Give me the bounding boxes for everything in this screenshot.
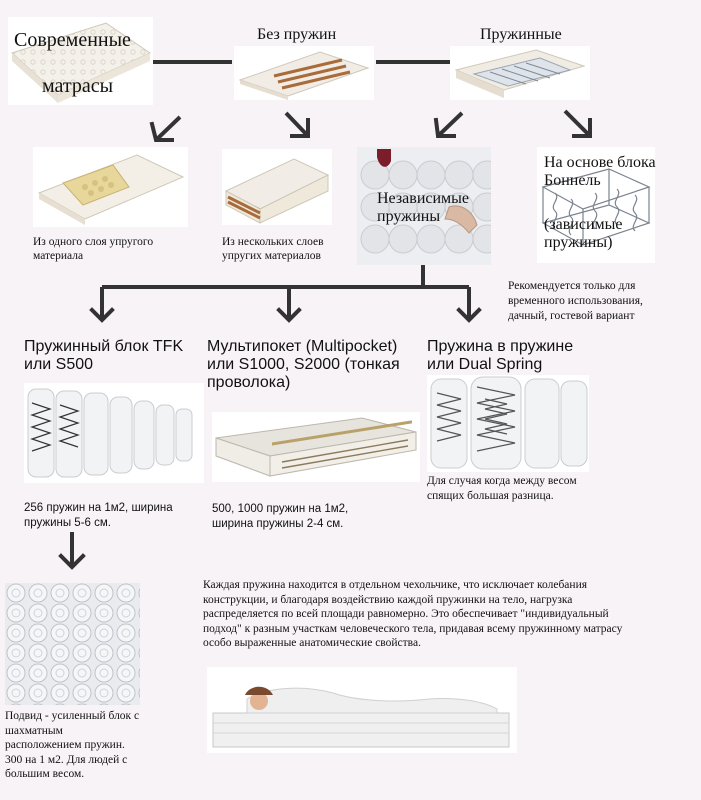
arrow-single-layer	[154, 115, 182, 142]
arrowhead-tfk	[89, 307, 115, 323]
root-mattress-image	[8, 17, 153, 105]
bonnel-label-main: На основе блока Боннель	[544, 154, 656, 189]
dual-spring-title: Пружина в пружине или Dual Spring	[427, 338, 574, 373]
wine-glass-icon	[377, 149, 391, 167]
podvid-image	[5, 583, 140, 705]
tfk-image	[24, 383, 204, 483]
bonnel-sublabel: (зависимые пружины)	[544, 216, 623, 251]
arrow-bonnel	[563, 109, 592, 138]
multi-layer-caption: Из нескольких слоев упругих материалов	[222, 236, 324, 262]
arrowhead-single-layer	[149, 121, 174, 142]
explanation-image	[207, 667, 517, 753]
arrowhead-podvid	[58, 553, 86, 570]
root-label-line2: матрасы	[42, 75, 114, 97]
multi-layer-image	[222, 149, 332, 225]
single-layer-caption: Из одного слоя упругого материала	[33, 236, 154, 262]
independent-springs-image	[357, 147, 491, 265]
bonnel-image	[537, 147, 655, 263]
single-layer-image	[33, 147, 188, 227]
arrowhead-multipocket	[276, 307, 302, 323]
springless-mattress-image	[234, 46, 374, 100]
spring-label: Пружинные	[480, 26, 562, 43]
explanation-text: Каждая пружина находится в отдельном чех…	[203, 579, 623, 649]
spring-mattress-image	[450, 46, 590, 100]
multipocket-image	[212, 412, 420, 482]
multipocket-title: Мультипокет (Multipocket) или S1000, S20…	[207, 338, 400, 391]
dual-spring-image	[427, 375, 589, 472]
arrow-independent	[436, 111, 464, 138]
root-label: Современные матрасы	[14, 28, 154, 98]
bonnel-label: На основе блока Боннель (зависимые пружи…	[544, 154, 664, 252]
arrow-multi-layer	[284, 111, 310, 138]
tfk-desc: 256 пружин на 1м2, ширина пружины 5-6 см…	[24, 502, 173, 529]
arrowhead-independent	[433, 117, 456, 138]
multipocket-desc: 500, 1000 пружин на 1м2, ширина пружины …	[212, 503, 349, 530]
independent-label: Независимые пружины	[377, 190, 470, 225]
podvid-desc: Подвид - усиленный блок с шахматным расп…	[5, 710, 140, 780]
springless-label: Без пружин	[257, 26, 337, 43]
bonnel-note: Рекомендуется только для временного испо…	[508, 280, 643, 322]
dual-spring-desc: Для случая когда между весом спящих боль…	[427, 475, 577, 502]
tfk-title: Пружинный блок TFK или S500	[24, 338, 184, 373]
root-label-line1: Современные	[14, 29, 131, 51]
arrowhead-dual-spring	[456, 307, 482, 323]
arrowhead-multi-layer	[290, 118, 310, 138]
arrowhead-bonnel	[572, 118, 592, 138]
